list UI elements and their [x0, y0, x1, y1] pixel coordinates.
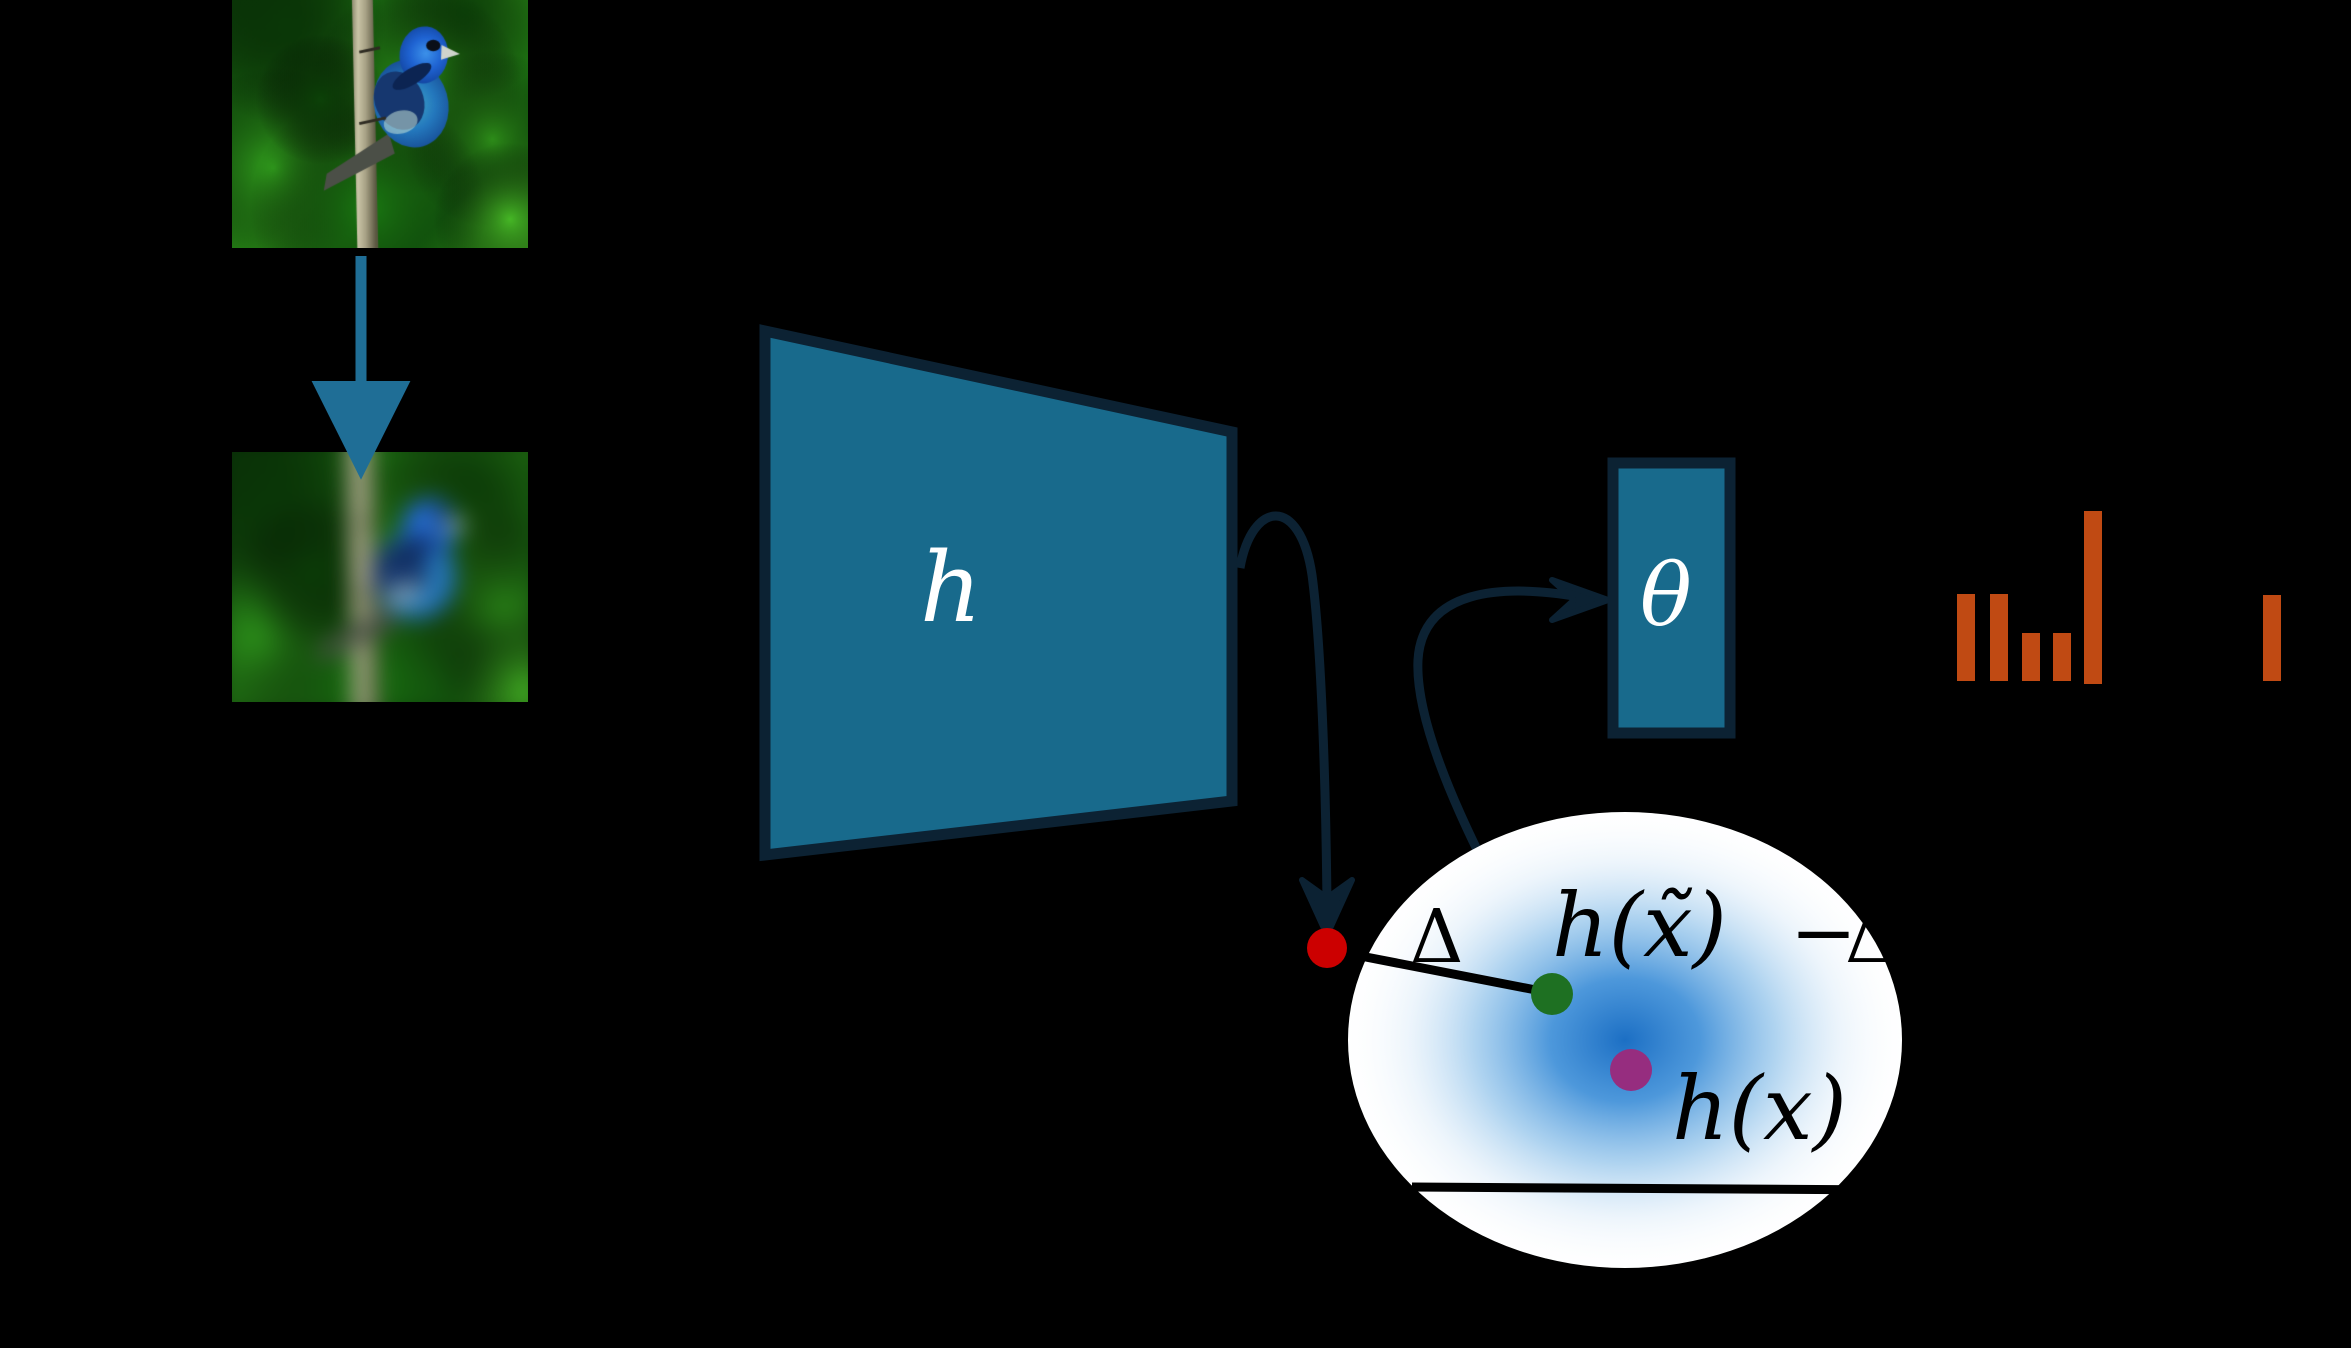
original-bird-photo	[232, 0, 528, 248]
bar-10	[2263, 595, 2281, 681]
encoder-label: h	[920, 532, 982, 644]
delta-right-label: Δ	[1845, 894, 1899, 980]
bar-5	[2084, 511, 2102, 684]
fraction-bar	[1411, 1182, 1896, 1195]
clean-embedding-label: h(x)	[1672, 1057, 1847, 1160]
clean-point-purple	[1610, 1049, 1652, 1091]
minus-sign-label: −	[1790, 886, 1858, 979]
bar-1	[1957, 594, 1975, 681]
adversarial-point-red	[1307, 928, 1347, 968]
bar-3	[2022, 633, 2040, 681]
encoder-trapezoid	[759, 324, 1238, 862]
blurred-bird-photo	[232, 452, 528, 702]
bar-2	[1990, 594, 2008, 681]
denominator-partial-label: e	[1452, 1248, 1503, 1348]
encoder-to-embedding-arrow	[1235, 511, 1355, 938]
perturbed-point-green	[1531, 973, 1573, 1015]
classifier-label: θ	[1640, 546, 1692, 646]
bar-4	[2053, 633, 2071, 681]
delta-left-label: Δ	[1410, 894, 1464, 980]
prediction-histogram	[1957, 511, 2281, 684]
numerator-label: h(x̃)	[1552, 874, 1727, 977]
